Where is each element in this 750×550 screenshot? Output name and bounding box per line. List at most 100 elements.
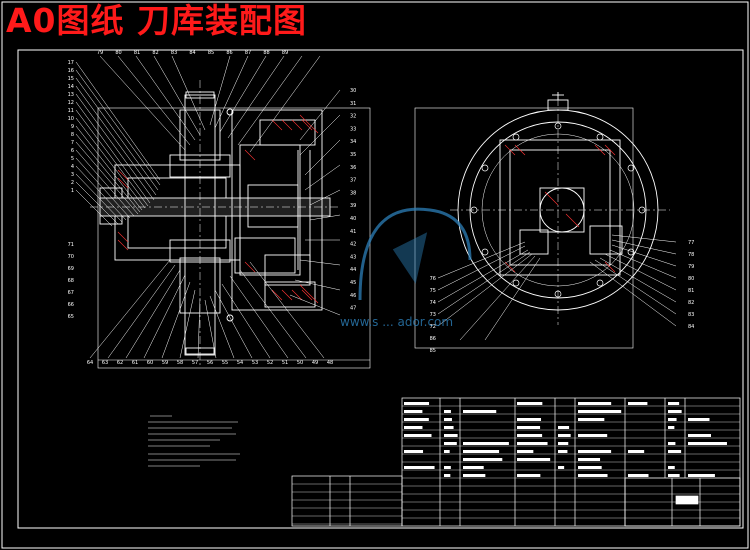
callout-side-12: 12 — [68, 100, 74, 106]
table-cell-mark — [668, 450, 682, 453]
callout-top-87: 87 — [245, 50, 251, 56]
section-view-right — [414, 92, 670, 349]
callout-side-10: 10 — [68, 116, 74, 122]
callout-r2-78: 78 — [688, 252, 694, 258]
table-cell-mark — [463, 450, 500, 453]
callout-r1-46: 46 — [350, 293, 356, 299]
callout-mid-68: 68 — [68, 278, 74, 284]
watermark-text: www.s ... ador.com — [340, 315, 453, 329]
callout-top-89: 89 — [282, 50, 288, 56]
table-cell-mark — [404, 410, 423, 413]
callout-r1-39: 39 — [350, 203, 356, 209]
callout-r1-42: 42 — [350, 242, 356, 248]
table-cell-mark — [517, 418, 542, 421]
callout-side-13: 13 — [68, 92, 74, 98]
table-cell-mark — [558, 466, 565, 469]
callout-r2-84: 84 — [688, 324, 694, 330]
callout-mid-65: 65 — [68, 314, 74, 320]
callout-bottom-54: 54 — [237, 360, 243, 366]
callout-l2-85: 85 — [430, 348, 436, 354]
callout-l2-75: 75 — [430, 288, 436, 294]
table-cell-mark — [517, 434, 543, 437]
leader-lines-right — [437, 234, 677, 341]
table-cell-mark — [404, 450, 424, 453]
table-cell-mark — [444, 474, 451, 477]
table-cell-mark — [404, 402, 430, 405]
table-cell-mark — [578, 474, 608, 477]
callout-side-17: 17 — [68, 60, 74, 66]
callout-bottom-51: 51 — [282, 360, 288, 366]
callout-top-79: 79 — [97, 50, 103, 56]
table-cell-mark — [628, 402, 648, 405]
callout-top-81: 81 — [134, 50, 140, 56]
callout-bottom-52: 52 — [267, 360, 273, 366]
table-cell-mark — [688, 474, 715, 477]
callout-r1-45: 45 — [350, 280, 356, 286]
callout-bottom-48: 48 — [327, 360, 333, 366]
callout-top-85: 85 — [208, 50, 214, 56]
table-cell-mark — [558, 434, 571, 437]
callout-side-1: 1 — [71, 188, 74, 194]
callout-l2-86: 86 — [430, 336, 436, 342]
callout-bottom-58: 58 — [177, 360, 183, 366]
callout-r2-80: 80 — [688, 276, 694, 282]
callout-bottom-53: 53 — [252, 360, 258, 366]
callout-mid-69: 69 — [68, 266, 74, 272]
table-cell-mark — [668, 426, 675, 429]
callout-bottom-57: 57 — [192, 360, 198, 366]
table-cell-mark — [628, 450, 645, 453]
callout-r1-37: 37 — [350, 178, 356, 184]
table-cell-mark — [668, 402, 680, 405]
callout-r1-38: 38 — [350, 190, 356, 196]
table-cell-mark — [578, 466, 602, 469]
inner-frame — [17, 49, 744, 529]
callout-side-15: 15 — [68, 76, 74, 82]
table-cell-mark — [404, 426, 423, 429]
table-cell-mark — [444, 410, 451, 413]
table-cell-mark — [558, 426, 570, 429]
callout-mid-71: 71 — [68, 242, 74, 248]
callout-r1-31: 31 — [350, 101, 356, 107]
table-cell-mark — [444, 450, 450, 453]
table-cell-mark — [668, 442, 676, 445]
technical-notes — [148, 415, 240, 467]
callout-bottom-59: 59 — [162, 360, 168, 366]
table-cell-mark — [558, 450, 568, 453]
callout-side-6: 6 — [71, 148, 74, 154]
callout-bottom-61: 61 — [132, 360, 138, 366]
callout-r2-79: 79 — [688, 264, 694, 270]
callout-side-11: 11 — [68, 108, 74, 114]
callout-r2-83: 83 — [688, 312, 694, 318]
table-cell-mark — [668, 418, 677, 421]
callout-l2-72: 72 — [430, 324, 436, 330]
callout-side-9: 9 — [71, 124, 74, 130]
callout-r1-33: 33 — [350, 126, 356, 132]
table-cell-mark — [463, 474, 486, 477]
table-cell-mark — [404, 434, 432, 437]
callout-side-2: 2 — [71, 180, 74, 186]
callout-top-80: 80 — [115, 50, 121, 56]
table-cell-mark — [688, 442, 727, 445]
callout-r1-32: 32 — [350, 114, 356, 120]
drawing-title: A0图纸 刀库装配图 — [6, 1, 307, 40]
table-cell-mark — [517, 458, 551, 461]
callout-l2-76: 76 — [430, 276, 436, 282]
table-cell-mark — [463, 466, 484, 469]
callout-top-84: 84 — [189, 50, 195, 56]
callout-side-7: 7 — [71, 140, 74, 146]
table-cell-mark — [668, 466, 675, 469]
callout-r1-35: 35 — [350, 152, 356, 158]
callout-bottom-64: 64 — [87, 360, 93, 366]
table-cell-mark — [463, 458, 503, 461]
table-cell-mark — [463, 410, 497, 413]
callout-top-82: 82 — [152, 50, 158, 56]
parts-list-text-fill — [404, 402, 727, 477]
table-cell-mark — [404, 418, 429, 421]
callout-r2-81: 81 — [688, 288, 694, 294]
callout-bottom-49: 49 — [312, 360, 318, 366]
callout-mid-70: 70 — [68, 254, 74, 260]
table-cell-mark — [668, 410, 682, 413]
callout-r1-44: 44 — [350, 267, 356, 273]
